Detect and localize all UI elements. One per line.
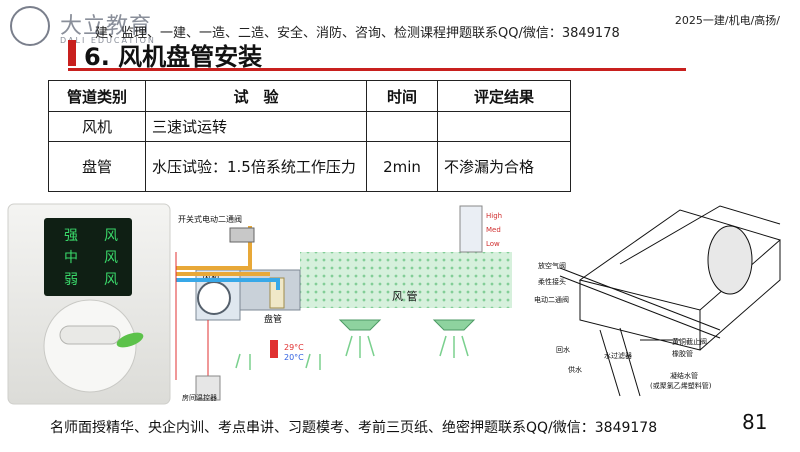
cell-test: 三速试运转 (145, 111, 367, 142)
temp-label: 20°C (284, 353, 304, 362)
top-banner: 建、监理、一建、一造、二造、安全、消防、咨询、检测课程押题联系QQ/微信：384… (95, 26, 620, 41)
valve-label: 开关式电动二通阀 (178, 214, 242, 224)
system-schematic: 风 管 风机 盘管 开关式电动二通阀 房间温控器 29°C 20°C High … (175, 205, 512, 402)
cell-result: 不渗漏为合格 (437, 141, 571, 192)
header-test: 试 验 (145, 80, 367, 112)
coil-label: 盘管 (264, 313, 282, 325)
panel-label: 强 (64, 228, 78, 244)
label-copper: 黄铜截止阀 (672, 337, 707, 346)
label-return: 回水 (556, 345, 570, 354)
panel-label: 中 (64, 250, 78, 266)
cell-time: 2min (366, 141, 438, 192)
valve-icon (229, 227, 255, 243)
thermostat-panel: 强 风 中 风 弱 风 (7, 203, 171, 405)
logo-subtext: DALI EDUCATION (60, 36, 156, 45)
table-row: 盘管 水压试验：1.5倍系统工作压力 2min 不渗漏为合格 (48, 141, 571, 192)
fan-coil-diagram: 强 风 中 风 弱 风 风 管 风机 盘管 开关式电动二通阀 房间温控器 29°… (7, 203, 782, 405)
speed-knob (59, 325, 121, 345)
thermometer-icon (270, 340, 278, 358)
table-header-row: 管道类别 试 验 时间 评定结果 (48, 80, 571, 112)
duct-label: 风 管 (392, 289, 418, 303)
cell-result (437, 111, 571, 142)
page-number: 81 (742, 410, 768, 434)
label-vent: 放空气阀 (538, 261, 566, 270)
panel-label: 风 (104, 250, 118, 266)
logo-text: 大立教育 (60, 14, 153, 39)
speed-switch-icon (459, 205, 483, 253)
speed-label: High (486, 212, 502, 220)
table-row: 风机 三速试运转 (48, 111, 571, 142)
label-drain: 凝结水管 (670, 371, 698, 380)
panel-label: 风 (104, 272, 118, 288)
speed-label: Low (486, 240, 500, 248)
fan-icon (197, 281, 231, 315)
label-valve: 电动二通阀 (534, 295, 569, 304)
label-supply: 供水 (568, 365, 582, 374)
logo: 大立教育 DALI EDUCATION (10, 6, 160, 50)
fan-coil-unit-drawing (559, 205, 782, 397)
cell-time (366, 111, 438, 142)
label-filter: 水过滤器 (604, 351, 632, 360)
footer-text: 名师面授精华、央企内训、考点串讲、习题模考、考前三页纸、绝密押题联系QQ/微信：… (50, 420, 658, 436)
label-joint: 柔性接头 (538, 277, 566, 286)
course-path: 2025一建/机电/高扬/ (674, 14, 780, 27)
cell-type: 盘管 (48, 141, 146, 192)
label-insulation: (或聚氯乙烯塑料管) (650, 381, 712, 390)
temp-label: 29°C (284, 343, 304, 352)
cell-test: 水压试验：1.5倍系统工作压力 (145, 141, 367, 192)
speed-label: Med (486, 226, 501, 234)
thermostat-label: 房间温控器 (182, 393, 217, 402)
header-pipe-type: 管道类别 (48, 80, 146, 112)
header-time: 时间 (366, 80, 438, 112)
title-marker (68, 40, 76, 66)
airflow-arrows (235, 335, 469, 370)
page-title: 6. 风机盘管安装 (84, 43, 263, 71)
panel-label: 弱 (64, 272, 78, 288)
title-underline (68, 68, 686, 71)
label-hose: 橡胶管 (672, 349, 693, 358)
header-result: 评定结果 (437, 80, 571, 112)
leaf-icon (116, 332, 144, 348)
cell-type: 风机 (48, 111, 146, 142)
room-thermostat (195, 375, 221, 401)
test-table: 管道类别 试 验 时间 评定结果 风机 三速试运转 盘管 水压试验：1.5倍系统… (48, 80, 571, 192)
logo-emblem (10, 6, 50, 46)
panel-label: 风 (104, 228, 118, 244)
